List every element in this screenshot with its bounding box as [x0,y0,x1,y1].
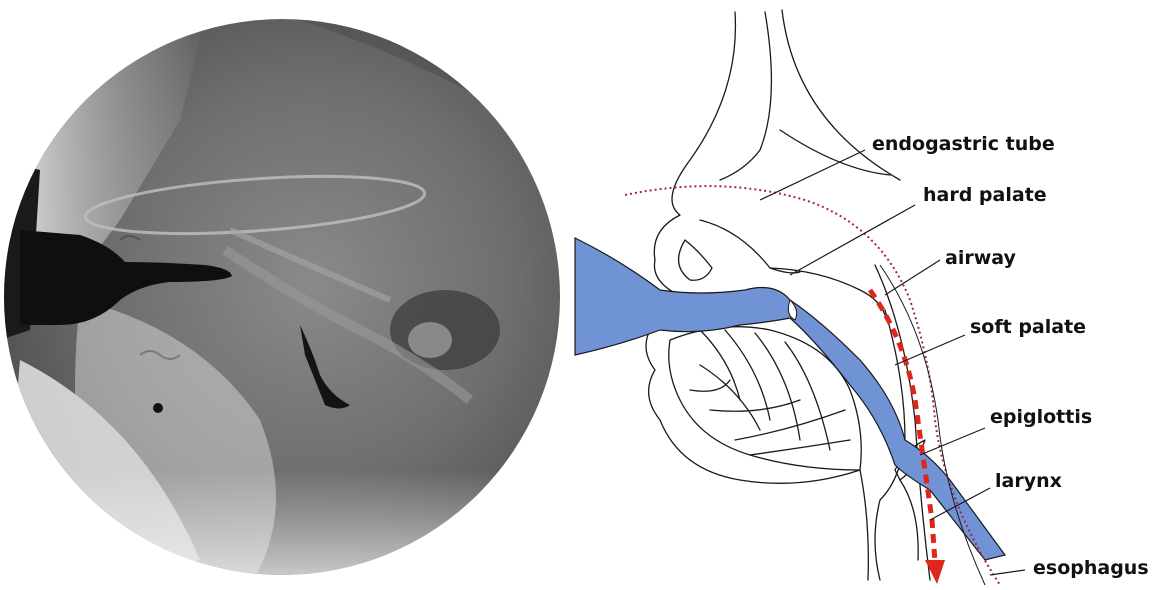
fluoroscopy-image [0,0,600,590]
label-airway: airway [945,247,1016,269]
label-esophagus: esophagus [1033,557,1149,579]
label-epiglottis: epiglottis [990,406,1092,428]
nose-profile [654,12,735,318]
label-hard-palate: hard palate [923,184,1047,206]
label-soft-palate: soft palate [970,316,1086,338]
label-endogastric-tube: endogastric tube [872,133,1055,155]
label-larynx: larynx [995,470,1062,492]
anatomy-diagram [575,10,1025,585]
